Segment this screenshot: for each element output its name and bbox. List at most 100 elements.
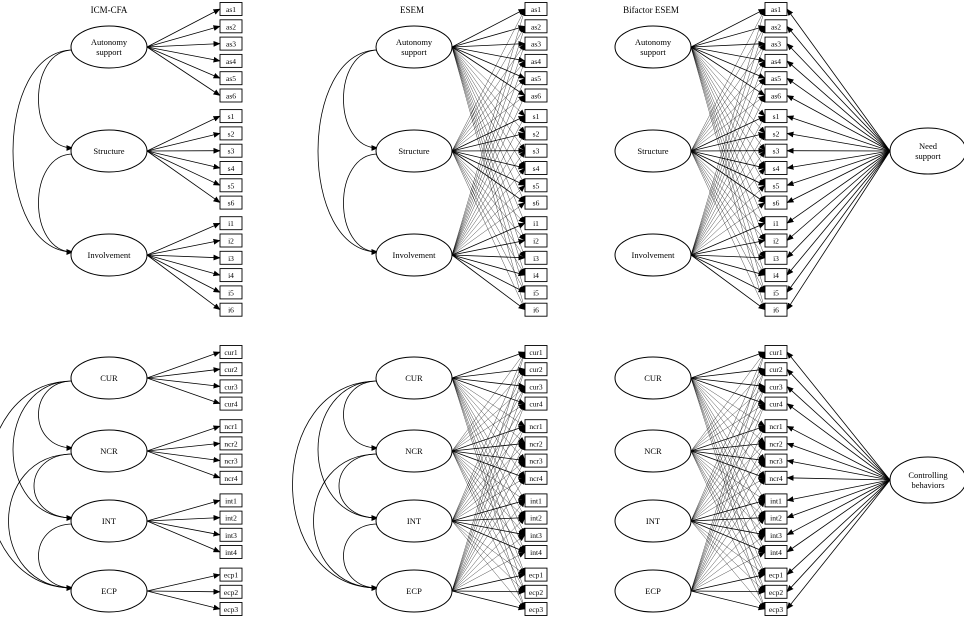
loading-path: [146, 132, 221, 152]
indicator-label: cur3: [529, 382, 543, 391]
loading-path: [451, 588, 526, 595]
indicator-item: s3: [764, 143, 788, 158]
general-loading-path: [786, 150, 891, 311]
panel-cfa-control: CURNCRINTECPcur1cur2cur3cur4ncr1ncr2ncr3…: [0, 345, 243, 616]
latent-factor: Structure: [375, 129, 453, 173]
indicator-label: s2: [773, 129, 780, 138]
loading-path: [451, 534, 526, 592]
indicator-item: ecp3: [219, 602, 243, 616]
indicator-label: int2: [530, 514, 542, 523]
loading-path: [451, 46, 526, 169]
loading-path: [451, 441, 526, 452]
indicator-item: int2: [524, 510, 548, 525]
latent-factor: Involvement: [614, 233, 692, 277]
loading-path: [690, 25, 766, 152]
loading-path: [690, 377, 766, 536]
factor-label: Structure: [93, 146, 124, 156]
indicator-item: as4: [764, 53, 788, 68]
loading-path: [451, 46, 526, 241]
loading-path: [451, 377, 526, 501]
loading-path: [690, 551, 766, 592]
loading-path: [451, 46, 526, 134]
indicator-item: as5: [524, 71, 548, 86]
loading-path: [690, 385, 766, 592]
indicator-label: i6: [773, 306, 779, 315]
loading-path: [451, 573, 526, 592]
loading-path: [451, 590, 526, 611]
indicator-item: int1: [219, 493, 243, 508]
panel-title: ESEM: [400, 5, 424, 15]
loading-path: [690, 184, 766, 256]
general-loading-path: [786, 386, 891, 481]
indicator-item: int4: [219, 545, 243, 559]
loading-path: [690, 450, 766, 536]
general-loading-path: [786, 43, 891, 152]
general-factor-label: Need: [919, 141, 938, 151]
general-loading-path: [786, 95, 891, 152]
indicator-label: ecp3: [529, 605, 543, 614]
indicator-item: i6: [219, 302, 243, 317]
indicator-item: cur1: [219, 345, 243, 359]
loading-path: [146, 450, 221, 463]
loading-path: [146, 573, 221, 592]
loading-path: [146, 588, 221, 595]
loading-path: [451, 95, 526, 256]
general-factor-label: Controlling: [908, 470, 948, 480]
loading-path: [451, 368, 526, 452]
loading-path: [690, 46, 766, 63]
indicator-item: s2: [219, 126, 243, 141]
loading-path: [451, 403, 526, 592]
indicator-item: ncr1: [219, 419, 243, 434]
loading-path: [690, 403, 766, 452]
loading-path: [451, 515, 526, 522]
general-loading-path: [786, 479, 891, 502]
indicator-item: cur3: [219, 379, 243, 394]
latent-factor: ECP: [614, 569, 692, 613]
loading-path: [690, 368, 766, 452]
indicator-item: s1: [764, 109, 788, 124]
indicator-label: int1: [530, 496, 542, 505]
loading-path: [451, 254, 526, 311]
indicator-item: ecp2: [524, 584, 548, 599]
loading-path: [451, 386, 526, 452]
loading-path: [690, 351, 766, 522]
indicator-label: ncr4: [769, 474, 783, 483]
indicator-label: as2: [531, 22, 541, 31]
indicator-item: ncr3: [219, 453, 243, 468]
indicator-item: as1: [524, 2, 548, 16]
loading-path: [451, 46, 526, 63]
indicator-item: cur3: [524, 379, 548, 394]
indicator-item: s3: [524, 143, 548, 158]
indicator-item: s5: [524, 178, 548, 193]
indicator-label: ecp2: [224, 588, 238, 597]
indicator-label: s1: [533, 112, 540, 121]
indicator-label: cur1: [769, 348, 783, 357]
indicator-label: int1: [770, 496, 782, 505]
general-loading-path: [786, 150, 891, 259]
factor-correlation: [343, 521, 385, 591]
indicator-label: cur3: [224, 382, 238, 391]
loading-path: [690, 377, 766, 519]
indicator-label: cur3: [769, 382, 783, 391]
loading-path: [451, 377, 526, 610]
loading-path: [690, 43, 766, 256]
loading-path: [690, 450, 766, 479]
loading-path: [451, 25, 526, 48]
general-loading-path: [786, 442, 891, 481]
loading-path: [451, 95, 526, 152]
loading-path: [690, 450, 766, 610]
indicator-label: s1: [773, 112, 780, 121]
loading-path: [451, 520, 526, 553]
loading-path: [690, 202, 766, 256]
loading-path: [451, 41, 526, 48]
general-loading-path: [786, 479, 891, 553]
general-loading-path: [786, 351, 891, 481]
factor-correlation: [338, 451, 385, 521]
loading-path: [690, 132, 766, 152]
loading-path: [451, 551, 526, 592]
loading-path: [690, 377, 766, 444]
loading-path: [451, 60, 526, 152]
indicator-label: ecp3: [769, 605, 783, 614]
